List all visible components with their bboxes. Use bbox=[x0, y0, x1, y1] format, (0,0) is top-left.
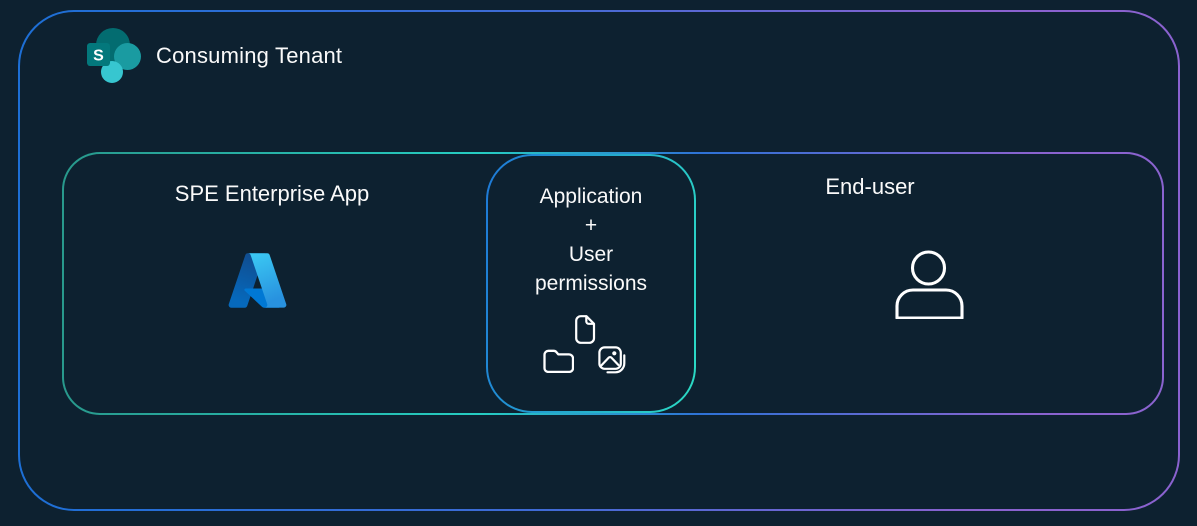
person-icon bbox=[895, 250, 964, 319]
sharepoint-icon: S bbox=[87, 28, 141, 83]
permissions-box: Application + User permissions bbox=[486, 154, 696, 413]
spe-enterprise-app-label: SPE Enterprise App bbox=[174, 181, 370, 206]
document-icon bbox=[575, 315, 596, 344]
permissions-line: User bbox=[568, 243, 614, 266]
folder-icon bbox=[543, 349, 574, 373]
permissions-line: permissions bbox=[534, 272, 648, 295]
azure-icon bbox=[228, 253, 287, 308]
end-user-label: End-user bbox=[825, 174, 915, 199]
tenant-header: S Consuming Tenant bbox=[85, 26, 342, 86]
permissions-line: + bbox=[584, 214, 598, 237]
image-icon bbox=[598, 346, 626, 374]
permissions-text: Application + User permissions bbox=[488, 182, 694, 298]
sharepoint-letter: S bbox=[93, 48, 104, 65]
tenant-inner-box: SPE Enterprise App Application bbox=[62, 152, 1164, 415]
permissions-line: Application bbox=[539, 185, 643, 208]
consuming-tenant-box: S Consuming Tenant SPE Enterprise App bbox=[18, 10, 1180, 511]
tenant-title: Consuming Tenant bbox=[156, 43, 343, 68]
